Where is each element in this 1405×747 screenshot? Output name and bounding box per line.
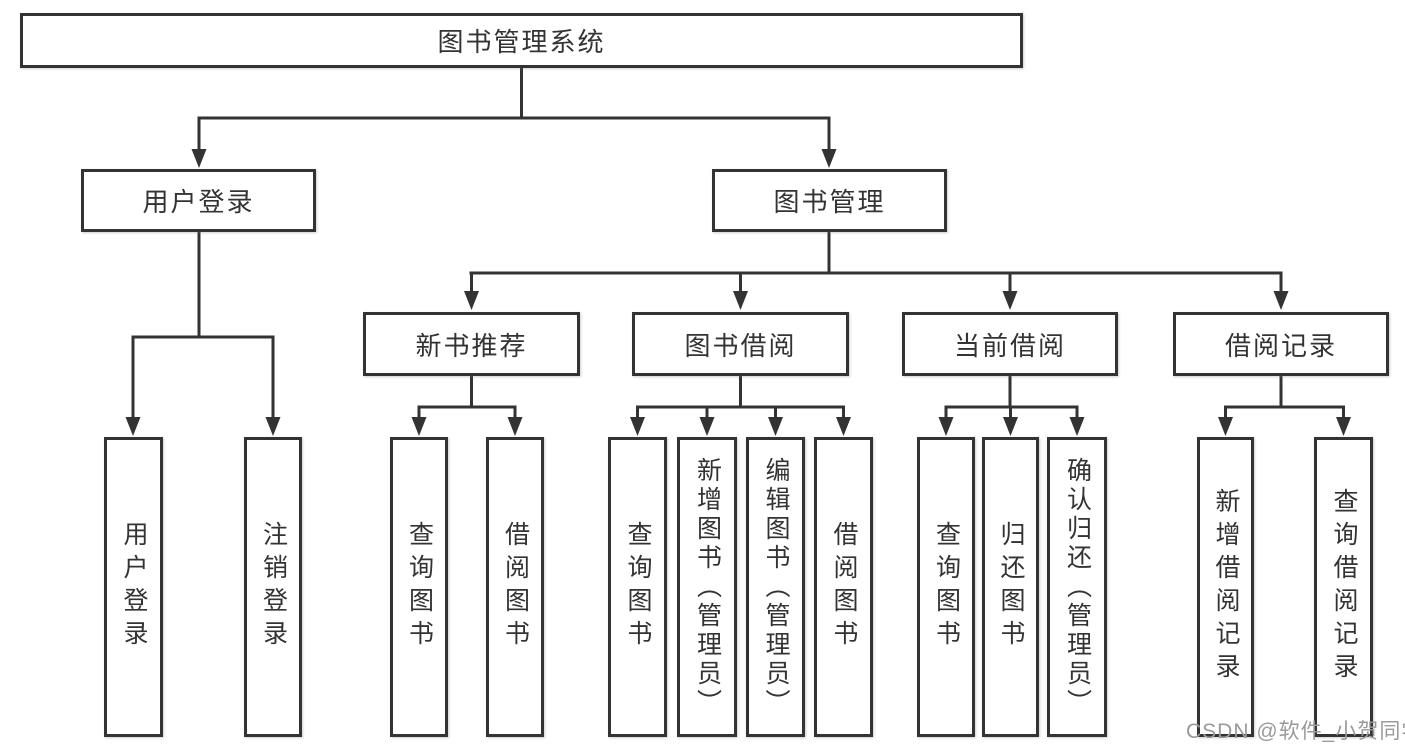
node-library-management-system: 图书管理系统 [20,13,1023,68]
node-label: 查询借阅记录 [1330,488,1358,686]
node-current-borrowing: 当前借阅 [902,312,1118,376]
leaf-add-book-admin: 新增图书（管理员） [677,437,737,737]
leaf-borrow-books-2: 借阅图书 [814,437,873,737]
leaf-query-books-2: 查询图书 [608,437,667,737]
node-label: 借阅图书 [501,521,530,653]
node-user-login-branch: 用户登录 [81,169,316,232]
node-label: 注销登录 [259,521,288,653]
leaf-add-borrow-record: 新增借阅记录 [1197,437,1254,737]
node-label: 新增借阅记录 [1212,488,1240,686]
leaf-query-books-1: 查询图书 [390,437,448,737]
node-label: 用户登录 [120,521,148,653]
node-borrowing-records: 借阅记录 [1173,312,1389,376]
node-label: 用户登录 [142,187,255,217]
node-label: 图书管理系统 [437,27,606,57]
node-book-management-branch: 图书管理 [712,169,947,232]
node-label: 新书推荐 [415,330,528,361]
leaf-query-books-3: 查询图书 [917,437,975,737]
leaf-logout: 注销登录 [244,437,302,737]
leaf-borrow-books-1: 借阅图书 [486,437,544,737]
node-label: 图书借阅 [684,330,797,361]
leaf-edit-book-admin: 编辑图书（管理员） [746,437,805,737]
leaf-return-books: 归还图书 [982,437,1039,737]
leaf-query-borrow-record: 查询借阅记录 [1314,437,1373,737]
node-new-book-recommend: 新书推荐 [363,312,580,376]
node-label: 编辑图书（管理员） [762,456,790,718]
node-label: 新增图书（管理员） [693,456,722,718]
node-label: 确认归还（管理员） [1063,456,1092,718]
node-label: 查询图书 [932,521,961,653]
node-label: 查询图书 [624,521,652,653]
node-book-borrowing: 图书借阅 [632,312,849,376]
node-label: 归还图书 [997,521,1025,653]
leaf-user-login: 用户登录 [104,437,163,737]
node-label: 借阅记录 [1224,330,1337,361]
node-label: 图书管理 [773,187,886,217]
csdn-watermark: CSDN @软件_小贺同学 [1186,720,1405,743]
node-label: 当前借阅 [953,330,1066,361]
node-label: 查询图书 [405,521,434,653]
node-label: 借阅图书 [830,521,858,653]
leaf-confirm-return-admin: 确认归还（管理员） [1047,437,1107,737]
